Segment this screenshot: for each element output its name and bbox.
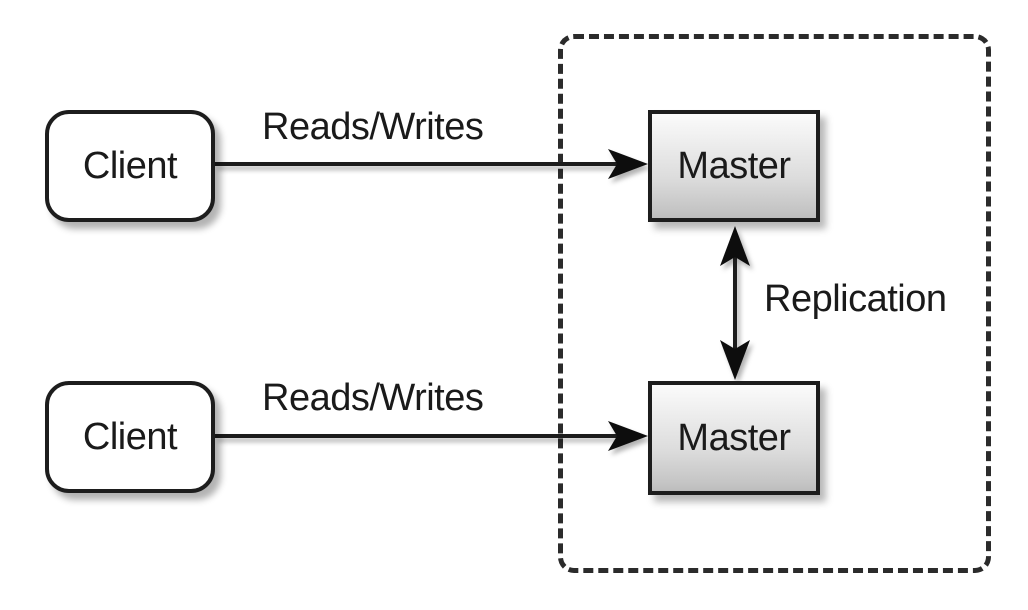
edge-label-replication: Replication (764, 278, 947, 320)
edge-label-reads-writes-top: Reads/Writes (262, 106, 484, 148)
arrow-replication (720, 226, 750, 380)
arrow-reads-writes-bottom (215, 421, 648, 451)
arrow-reads-writes-top (215, 149, 648, 179)
replication-cluster-boundary (558, 34, 991, 573)
node-master-top[interactable] (648, 110, 820, 222)
node-client-top[interactable] (45, 110, 215, 222)
node-master-bottom[interactable] (648, 381, 820, 495)
edge-label-reads-writes-bottom: Reads/Writes (262, 377, 484, 419)
node-client-bottom[interactable] (45, 381, 215, 493)
